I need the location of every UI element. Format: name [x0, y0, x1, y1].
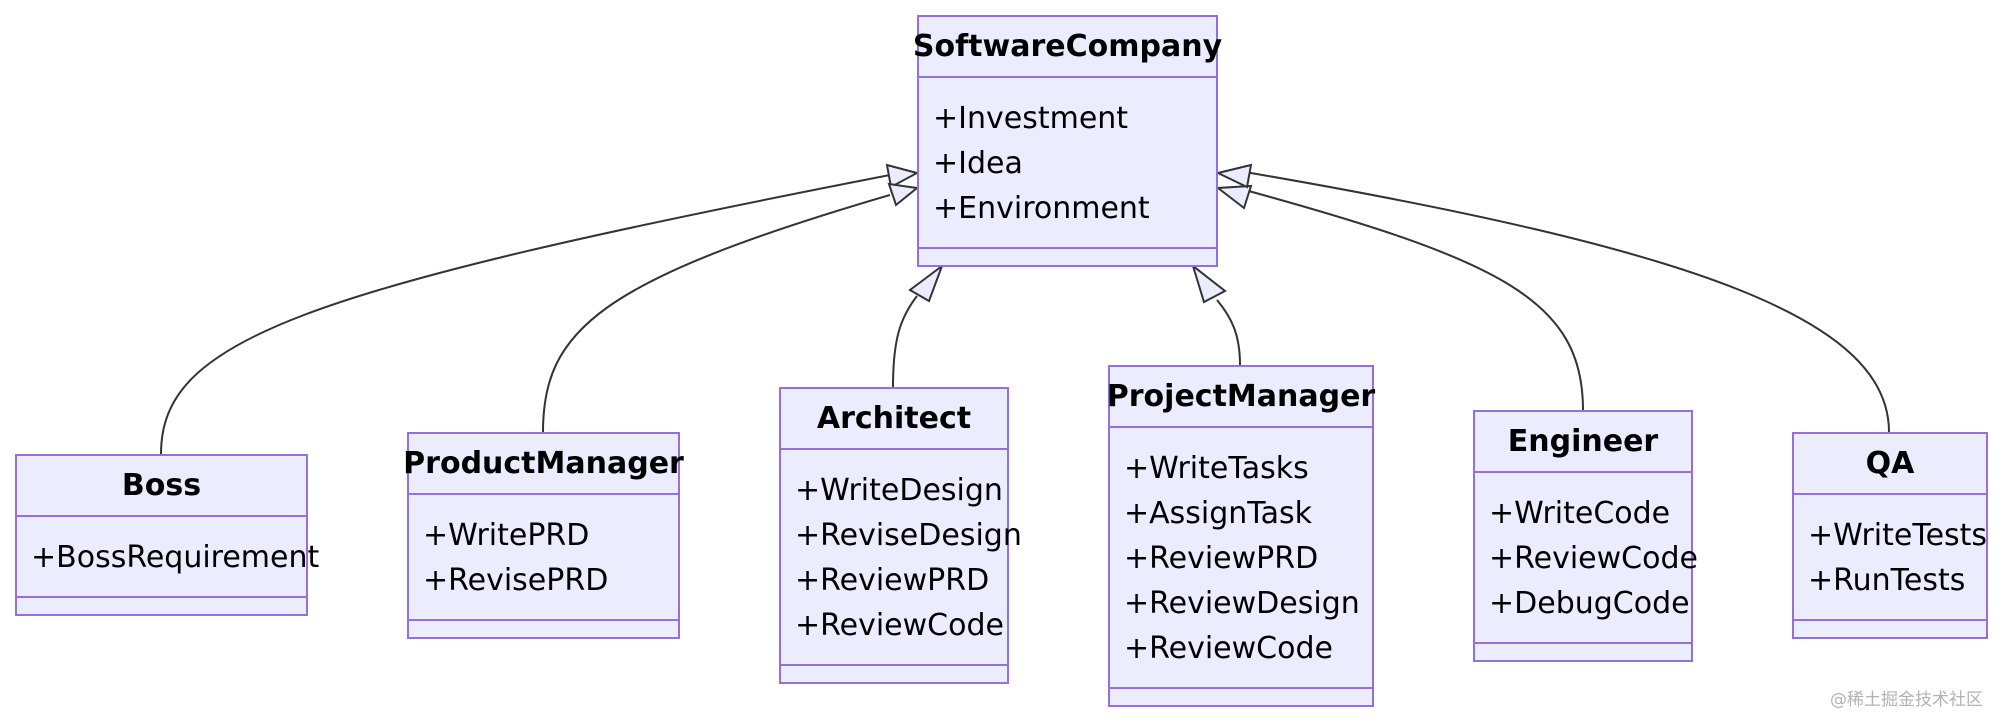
inheritance-arrowhead — [908, 263, 945, 303]
attribute: +WriteDesign — [795, 473, 1003, 508]
inheritance-arrowhead — [1215, 163, 1253, 189]
attribute: +ReviewCode — [1124, 631, 1333, 666]
class-architect[interactable]: Architect +WriteDesign +ReviseDesign +Re… — [779, 387, 1022, 686]
class-attributes: +WriteTasks +AssignTask +ReviewPRD +Revi… — [1110, 428, 1372, 689]
class-qa[interactable]: QA +WriteTests +RunTests — [1792, 432, 1988, 639]
inheritance-arrowhead — [1215, 184, 1253, 210]
attribute: +ReviewCode — [795, 608, 1004, 643]
attribute: +WriteTests — [1808, 518, 1988, 553]
class-attributes: +Investment +Idea +Environment — [919, 78, 1216, 249]
attribute: +WritePRD — [423, 518, 590, 553]
class-methods — [409, 621, 678, 641]
inheritance-arrowhead — [1191, 263, 1227, 304]
class-methods — [1794, 621, 1986, 641]
class-engineer[interactable]: Engineer +WriteCode +ReviewCode +DebugCo… — [1473, 410, 1698, 664]
attribute: +ReviewPRD — [1124, 541, 1319, 576]
inheritance-arrowhead — [885, 163, 920, 189]
attribute: +ReviewCode — [1489, 541, 1698, 576]
class-attributes: +WritePRD +RevisePRD — [409, 495, 678, 621]
attribute: +ReviewDesign — [1124, 586, 1360, 621]
class-methods — [1110, 689, 1372, 709]
attribute: +AssignTask — [1124, 496, 1313, 531]
class-name: Engineer — [1475, 412, 1691, 473]
inheritance-arrowhead — [887, 182, 920, 207]
class-name: ProductManager — [403, 434, 684, 495]
attribute: +RevisePRD — [423, 563, 609, 598]
attribute: +Investment — [933, 101, 1129, 136]
class-project-manager[interactable]: ProjectManager +WriteTasks +AssignTask +… — [1107, 365, 1375, 709]
class-name: Architect — [781, 389, 1007, 450]
class-methods — [781, 666, 1007, 686]
class-name: Boss — [17, 456, 306, 517]
class-boss[interactable]: Boss +BossRequirement — [15, 454, 320, 618]
class-name: SoftwareCompany — [913, 17, 1222, 78]
class-attributes: +WriteTests +RunTests — [1794, 495, 1988, 621]
class-name: QA — [1794, 434, 1986, 495]
class-methods — [17, 598, 306, 618]
class-product-manager[interactable]: ProductManager +WritePRD +RevisePRD — [403, 432, 684, 641]
class-software-company[interactable]: SoftwareCompany +Investment +Idea +Envir… — [913, 15, 1222, 269]
attribute: +ReviewPRD — [795, 563, 990, 598]
attribute: +Environment — [933, 191, 1150, 226]
class-methods — [1475, 644, 1691, 664]
watermark: @稀土掘金技术社区 — [1830, 690, 1983, 710]
attribute: +BossRequirement — [31, 540, 320, 575]
class-attributes: +BossRequirement — [17, 517, 320, 598]
attribute: +WriteTasks — [1124, 451, 1309, 486]
class-attributes: +WriteDesign +ReviseDesign +ReviewPRD +R… — [781, 450, 1022, 666]
edge-architect-to-softwarecompany — [892, 295, 918, 388]
attribute: +Idea — [933, 146, 1023, 181]
attribute: +WriteCode — [1489, 496, 1671, 531]
class-methods — [919, 249, 1216, 269]
edge-projectmanager-to-softwarecompany — [1216, 299, 1241, 366]
attribute: +DebugCode — [1489, 586, 1690, 621]
attribute: +ReviseDesign — [795, 518, 1022, 553]
class-attributes: +WriteCode +ReviewCode +DebugCode — [1475, 473, 1698, 644]
attribute: +RunTests — [1808, 563, 1966, 598]
class-name: ProjectManager — [1107, 367, 1375, 428]
